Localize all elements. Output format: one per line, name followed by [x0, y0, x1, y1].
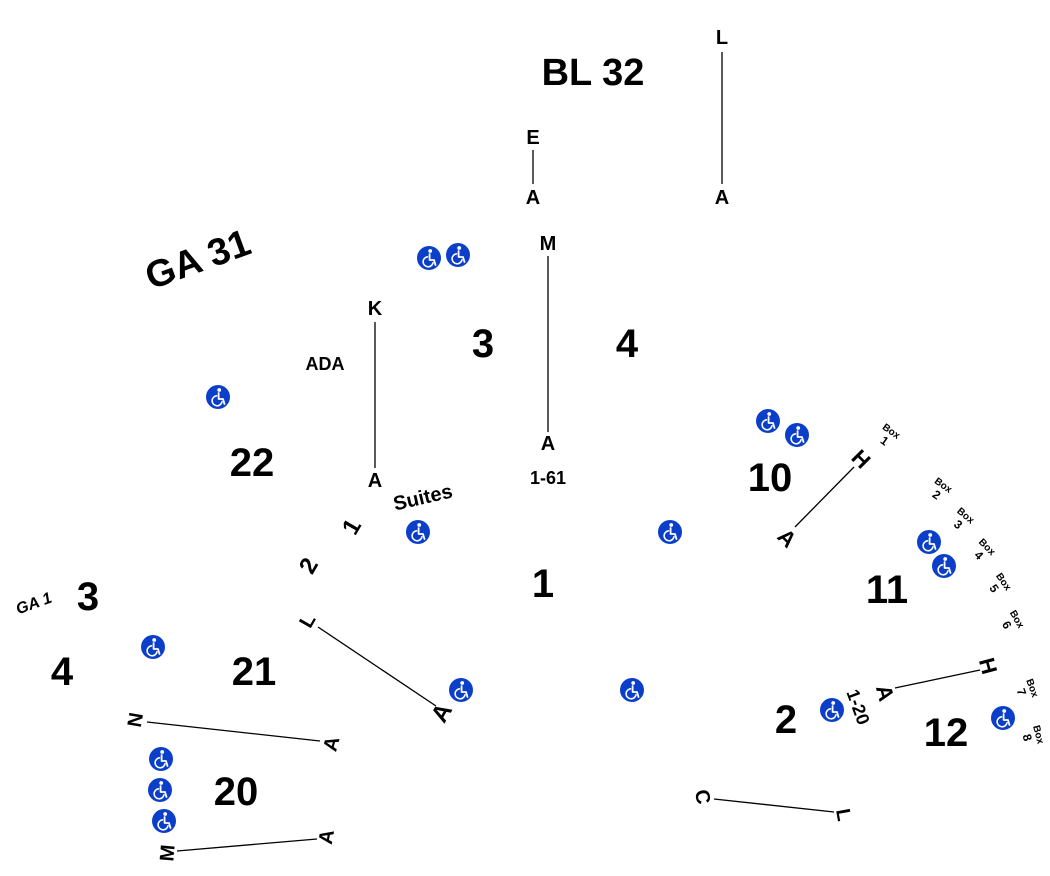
wheelchair-icon[interactable]: [755, 408, 781, 434]
section-label[interactable]: 4: [616, 322, 639, 366]
area-label-ga1: GA 1: [14, 590, 54, 619]
row-letter: M: [156, 844, 179, 863]
row-letter: A: [315, 828, 339, 846]
area-label-bl32: BL 32: [542, 52, 645, 94]
ada-label: ADA: [306, 354, 345, 374]
row-letter: A: [871, 682, 899, 704]
section-label[interactable]: 3: [77, 575, 99, 619]
box-label[interactable]: Box 8: [1018, 724, 1046, 749]
box-label[interactable]: Box 5: [983, 571, 1013, 600]
row-letter: A: [526, 187, 540, 209]
section-label[interactable]: 11: [866, 568, 908, 612]
section-label[interactable]: 22: [230, 441, 275, 485]
svg-text:2: 2: [930, 487, 944, 502]
row-line: [794, 466, 855, 528]
row-line: [894, 669, 981, 689]
wheelchair-icon[interactable]: [916, 529, 942, 555]
row-letter: A: [773, 524, 802, 553]
row-letter: C: [690, 788, 714, 806]
box-label[interactable]: Box 1: [873, 422, 902, 452]
row-line: [146, 721, 321, 742]
row-letter: M: [540, 233, 557, 255]
wheelchair-icon[interactable]: [657, 519, 683, 545]
wheelchair-icon[interactable]: [140, 634, 166, 660]
row-range-label: 1-20: [842, 687, 873, 728]
row-letter: H: [847, 445, 876, 474]
wheelchair-icon[interactable]: [931, 553, 957, 579]
box-label[interactable]: Box 2: [925, 476, 954, 506]
wheelchair-icon[interactable]: [205, 384, 231, 410]
svg-text:Box: Box: [1030, 724, 1046, 746]
row-range-label: 1-61: [530, 468, 566, 488]
wheelchair-icon[interactable]: [990, 705, 1016, 731]
box-label[interactable]: Box 4: [967, 537, 997, 567]
row-line: [713, 798, 835, 813]
row-letter: A: [320, 734, 345, 754]
row-letter: H: [974, 655, 1002, 677]
row-letter: E: [526, 127, 539, 149]
row-letter: L: [716, 27, 728, 49]
wheelchair-icon[interactable]: [416, 245, 442, 271]
svg-text:1: 1: [878, 433, 892, 448]
wheelchair-icon[interactable]: [448, 677, 474, 703]
row-letter: 2: [294, 553, 324, 578]
svg-text:4: 4: [971, 548, 986, 563]
row-letter: A: [368, 470, 382, 492]
wheelchair-icon[interactable]: [784, 422, 810, 448]
svg-text:8: 8: [1020, 733, 1035, 743]
wheelchair-icon[interactable]: [819, 697, 845, 723]
svg-text:3: 3: [951, 517, 965, 532]
svg-text:7: 7: [1014, 687, 1030, 698]
wheelchair-icon[interactable]: [147, 777, 173, 803]
row-letter: L: [295, 610, 320, 632]
wheelchair-icon[interactable]: [148, 746, 174, 772]
section-label[interactable]: 4: [51, 650, 74, 694]
row-letter: N: [124, 711, 148, 729]
box-label[interactable]: Box 7: [1012, 678, 1041, 704]
box-label[interactable]: Box 3: [946, 506, 976, 536]
box-label[interactable]: Box 6: [996, 609, 1026, 637]
section-label[interactable]: 1: [532, 562, 554, 606]
svg-text:6: 6: [999, 619, 1015, 632]
wheelchair-icon[interactable]: [445, 242, 471, 268]
row-letter: K: [368, 298, 383, 320]
row-line: [176, 838, 318, 852]
suites-label: Suites: [391, 481, 454, 516]
row-letter: A: [715, 187, 729, 209]
row-letter: 1: [337, 514, 367, 539]
section-label[interactable]: 3: [472, 322, 494, 366]
row-letter: A: [541, 433, 555, 455]
row-letter: L: [831, 807, 855, 823]
wheelchair-icon[interactable]: [151, 808, 177, 834]
area-label-ga31: GA 31: [140, 222, 256, 299]
svg-text:5: 5: [986, 582, 1001, 596]
section-label[interactable]: 20: [214, 770, 259, 814]
section-label[interactable]: 12: [924, 711, 969, 755]
section-label[interactable]: 2: [775, 698, 797, 742]
section-label[interactable]: 10: [748, 456, 793, 500]
section-label[interactable]: 21: [232, 650, 277, 694]
wheelchair-icon[interactable]: [405, 519, 431, 545]
wheelchair-icon[interactable]: [619, 677, 645, 703]
row-line: [317, 626, 437, 707]
